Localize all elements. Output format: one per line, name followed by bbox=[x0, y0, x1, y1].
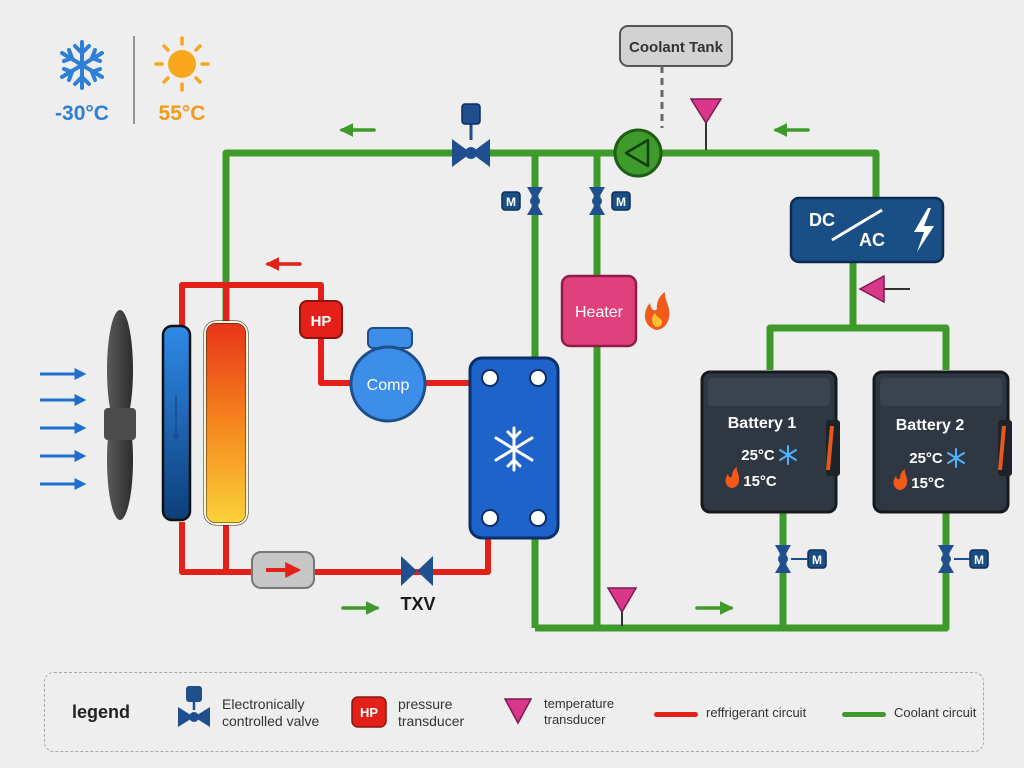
legend-pressure-icon: HP bbox=[351, 696, 387, 728]
snowflake-icon bbox=[779, 445, 797, 465]
coolant-tank-label: Coolant Tank bbox=[629, 39, 724, 56]
motor-valve[interactable]: M bbox=[938, 545, 989, 573]
motor-tag: M bbox=[812, 553, 822, 567]
chiller bbox=[468, 356, 560, 540]
snowflake-icon bbox=[494, 426, 534, 472]
battery-1: Battery 1 25°C 15°C bbox=[700, 370, 840, 514]
legend-coolant-line bbox=[842, 712, 886, 717]
motor-tag: M bbox=[616, 195, 626, 209]
motor-valve[interactable]: M bbox=[775, 545, 827, 573]
electronic-valve[interactable] bbox=[452, 103, 490, 167]
radiator bbox=[161, 324, 192, 522]
legend-valve-text: Electronically controlled valve bbox=[222, 696, 320, 729]
legend-valve-icon bbox=[178, 686, 210, 727]
temperature-transducer bbox=[606, 587, 638, 626]
motor-valve[interactable]: M bbox=[501, 187, 543, 215]
legend-pressure-text: pressure transducer bbox=[398, 696, 465, 729]
lightning-icon bbox=[914, 208, 934, 252]
snowflake-icon bbox=[947, 448, 965, 468]
txv-valve[interactable]: TXV bbox=[400, 556, 436, 614]
coolant-pump bbox=[613, 128, 663, 178]
snowflake-icon bbox=[60, 40, 104, 90]
condenser bbox=[203, 320, 249, 526]
hot-indicator: 55°C bbox=[154, 36, 210, 125]
refrigerant-circuit bbox=[179, 282, 491, 575]
dc-ac-converter: DC AC bbox=[789, 196, 945, 264]
battery-heat-temp: 15°C bbox=[743, 473, 777, 490]
heater-label: Heater bbox=[575, 304, 624, 321]
pressure-transducer-label: HP bbox=[311, 313, 332, 330]
coolant-tank: Coolant Tank bbox=[619, 25, 733, 128]
receiver-dryer bbox=[251, 551, 315, 589]
compressor-label: Comp bbox=[367, 377, 410, 394]
legend-temperature-text: temperature transducer bbox=[544, 696, 615, 727]
battery-2: Battery 2 25°C 15°C bbox=[872, 370, 1012, 514]
battery-name: Battery 2 bbox=[896, 417, 965, 434]
battery-heat-temp: 15°C bbox=[911, 475, 945, 492]
fan-icon bbox=[104, 310, 136, 520]
temperature-transducer bbox=[858, 274, 910, 304]
sun-icon bbox=[154, 36, 210, 92]
heater: Heater bbox=[560, 274, 670, 348]
converter-ac-label: AC bbox=[859, 230, 885, 250]
txv-label: TXV bbox=[400, 594, 435, 614]
motor-tag: M bbox=[974, 553, 984, 567]
legend-box bbox=[44, 672, 984, 752]
legend-coolant-text: Coolant circuit bbox=[894, 705, 977, 720]
battery-cool-temp: 25°C bbox=[909, 450, 943, 467]
legend-title: legend bbox=[72, 702, 131, 722]
legend-refrigerant-text: reffrigerant circuit bbox=[706, 705, 807, 720]
battery-cool-temp: 25°C bbox=[741, 447, 775, 464]
cold-temp: -30°C bbox=[55, 102, 109, 125]
temperature-transducer bbox=[689, 98, 723, 150]
battery-name: Battery 1 bbox=[728, 415, 797, 432]
converter-dc-label: DC bbox=[809, 210, 835, 230]
motor-valve[interactable]: M bbox=[589, 187, 631, 215]
airflow-arrows bbox=[40, 368, 87, 490]
compressor: Comp bbox=[349, 327, 427, 423]
flame-icon bbox=[893, 469, 908, 490]
flame-icon bbox=[644, 292, 670, 330]
flow-arrows bbox=[265, 123, 810, 615]
legend-temperature-icon bbox=[503, 698, 533, 725]
pressure-transducer: HP bbox=[299, 300, 343, 339]
flame-icon bbox=[725, 467, 740, 488]
hot-temp: 55°C bbox=[159, 102, 206, 125]
cold-indicator: -30°C bbox=[55, 40, 109, 125]
legend-pressure-tag: HP bbox=[360, 705, 378, 720]
legend-refrigerant-line bbox=[654, 712, 698, 717]
motor-tag: M bbox=[506, 195, 516, 209]
